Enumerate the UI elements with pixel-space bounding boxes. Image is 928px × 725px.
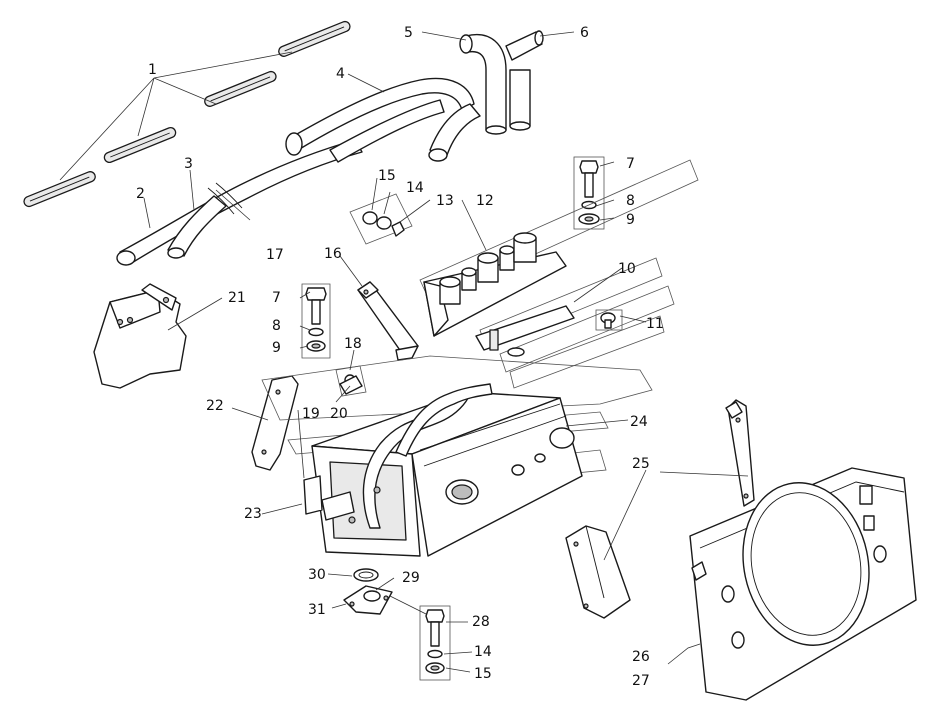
callout-7-left: 7 (272, 290, 281, 306)
callout-24: 24 (630, 414, 648, 430)
callout-12: 12 (476, 193, 494, 209)
callout-14-upper: 14 (406, 180, 424, 196)
callout-14-lower: 14 (474, 644, 492, 660)
heater-box-23-24 (261, 355, 653, 557)
callout-labels: 1 2 3 4 5 6 7 8 9 10 11 12 13 14 15 16 1… (136, 25, 664, 689)
callout-21: 21 (228, 290, 246, 306)
brackets-25 (565, 399, 755, 619)
clip-18-20 (335, 365, 367, 397)
callout-25: 25 (632, 456, 650, 472)
duct-21 (93, 283, 187, 389)
callout-31: 31 (308, 602, 326, 618)
callout-3: 3 (184, 156, 193, 172)
callout-18: 18 (344, 336, 362, 352)
bracket-16 (357, 281, 419, 361)
callout-10: 10 (618, 261, 636, 277)
part-1-strips (23, 20, 351, 208)
callout-9-upper: 9 (626, 212, 635, 228)
screw-11 (595, 309, 623, 331)
callout-7-upper: 7 (626, 156, 635, 172)
callout-27: 27 (632, 673, 650, 689)
callout-30: 30 (308, 567, 326, 583)
callout-15-upper: 15 (378, 168, 396, 184)
callout-9-left: 9 (272, 340, 281, 356)
pipe-4 (285, 77, 481, 163)
manifold-12 (419, 159, 699, 337)
callout-13: 13 (436, 193, 454, 209)
callout-29: 29 (402, 570, 420, 586)
callout-5: 5 (404, 25, 413, 41)
callout-8-upper: 8 (626, 193, 635, 209)
gasket-flange-29-31 (343, 568, 393, 615)
callout-4: 4 (336, 66, 345, 82)
leader-lines (59, 31, 749, 673)
callout-23: 23 (244, 506, 262, 522)
bolt-kit-left (301, 283, 331, 359)
callout-17: 17 (266, 247, 284, 263)
callout-1: 1 (148, 62, 157, 78)
plate-10 (475, 257, 675, 389)
bolt-kit-lower (419, 605, 451, 681)
washer-stack-13-15 (349, 193, 413, 245)
callout-19: 19 (302, 406, 320, 422)
hoses-19 (348, 383, 493, 529)
callout-11: 11 (646, 316, 664, 332)
callout-28: 28 (472, 614, 490, 630)
bolt-kit-upper (573, 156, 605, 230)
radiator-frame-26-27 (689, 467, 917, 701)
callout-26: 26 (632, 649, 650, 665)
callout-2: 2 (136, 186, 145, 202)
callout-15-lower: 15 (474, 666, 492, 682)
callout-8-left: 8 (272, 318, 281, 334)
callout-22: 22 (206, 398, 224, 414)
pipes-5-6 (459, 30, 544, 135)
pipes-2-3 (116, 139, 363, 266)
callout-20: 20 (330, 406, 348, 422)
callout-16: 16 (324, 246, 342, 262)
callout-6: 6 (580, 25, 589, 41)
bracket-22 (251, 375, 299, 471)
